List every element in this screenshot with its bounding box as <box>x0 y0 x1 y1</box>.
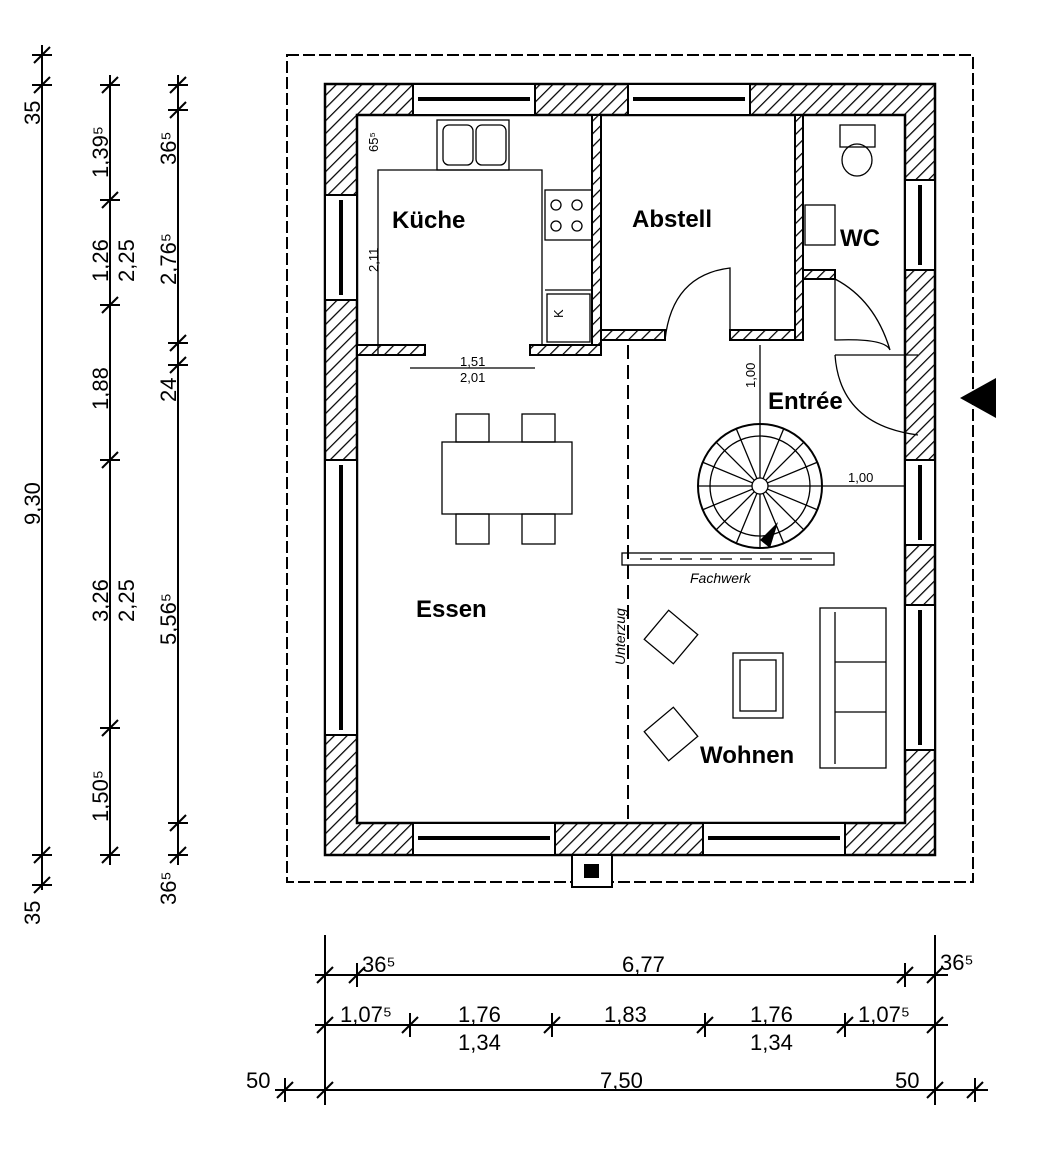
bottom-dim-r2-4: 1,83 <box>604 1002 647 1027</box>
bottom-dim-r2-1: 1,07⁵ <box>340 1002 392 1027</box>
plot-boundary <box>286 54 974 883</box>
left-dim-inner-5: 36⁵ <box>156 871 181 905</box>
room-wohnen: Wohnen <box>700 742 794 769</box>
left-dim-inner-4: 5,56⁵ <box>156 593 181 645</box>
room-kueche: Küche <box>392 207 465 234</box>
stair-tread <box>702 488 753 511</box>
left-dim-mid-1: 1,39⁵ <box>88 126 113 178</box>
room-entree: Entrée <box>768 388 843 415</box>
stair-tread <box>735 493 758 544</box>
left-dim-outer-total: 9,30 <box>20 482 45 525</box>
stair-tread <box>735 428 758 479</box>
bottom-dim-r3-3: 50 <box>895 1068 919 1093</box>
stair-dim-up: 1,00 <box>743 363 758 388</box>
living-furniture <box>643 607 887 769</box>
left-dim-inner-1: 36⁵ <box>156 131 181 165</box>
stair-tread <box>762 493 785 544</box>
chimney <box>571 854 613 888</box>
stair-tread <box>765 491 805 531</box>
room-wc: WC <box>840 225 880 252</box>
room-essen: Essen <box>416 596 487 623</box>
left-dim-mid-2: 1,26 <box>88 239 113 282</box>
stair-tread <box>715 491 755 531</box>
bottom-dim-r3-2: 7,50 <box>600 1068 643 1093</box>
kitchen-depth-dim: 65⁵ <box>366 132 381 152</box>
fachwerk-label: Fachwerk <box>690 570 752 586</box>
kitchen-height-dim: 2,11 <box>366 248 381 272</box>
bottom-dim-r2-7: 1,07⁵ <box>858 1002 910 1027</box>
left-dim-inner-3: 24 <box>156 378 181 402</box>
bottom-dimension-lines <box>275 935 988 1105</box>
left-dim-mid-7: 1,50⁵ <box>88 770 113 822</box>
dining-table <box>441 413 573 545</box>
room-abstell: Abstell <box>632 206 712 233</box>
stair-tread <box>702 461 753 484</box>
unterzug-label: Unterzug <box>612 608 628 665</box>
stair-tread <box>762 428 785 479</box>
left-dim-mid-4: 1,88 <box>88 367 113 410</box>
kitchen-width-2: 2,01 <box>460 370 485 385</box>
left-dim-mid-3: 2,25 <box>114 239 139 282</box>
stair-direction-arrow <box>760 522 778 548</box>
left-dim-outer-bottom: 35 <box>20 901 45 925</box>
bottom-dim-r2-5: 1,76 <box>750 1002 793 1027</box>
stair-tread <box>765 441 805 481</box>
stair-dim-right: 1,00 <box>848 470 873 485</box>
stair-tread <box>767 461 818 484</box>
left-dim-mid-5: 3,26 <box>88 579 113 622</box>
wc-fixtures <box>804 124 876 246</box>
kitchen-counter <box>377 119 593 355</box>
bottom-dim-r2-6: 1,34 <box>750 1030 793 1055</box>
entrance-arrow-icon <box>960 378 996 418</box>
exterior-walls <box>323 82 937 857</box>
stair-tread <box>767 488 818 511</box>
bottom-dim-r1-2: 6,77 <box>622 952 665 977</box>
fachwerk-beam <box>621 552 835 566</box>
doors <box>664 267 919 436</box>
bottom-dim-r2-3: 1,34 <box>458 1030 501 1055</box>
windows <box>324 83 936 856</box>
left-dim-outer-top: 35 <box>20 101 45 125</box>
interior-walls <box>356 114 836 356</box>
bottom-dim-r1-1: 36⁵ <box>362 952 396 977</box>
fridge-label: K <box>551 309 566 318</box>
left-dim-inner-2: 2,76⁵ <box>156 233 181 285</box>
kitchen-width-1: 1,51 <box>460 354 485 369</box>
spiral-staircase <box>697 423 823 549</box>
left-dim-mid-6: 2,25 <box>114 579 139 622</box>
stair-tread <box>715 441 755 481</box>
bottom-dim-r1-3: 36⁵ <box>940 950 974 975</box>
bottom-dim-r3-1: 50 <box>246 1068 270 1093</box>
left-dimension-lines <box>32 45 188 894</box>
bottom-dim-r2-2: 1,76 <box>458 1002 501 1027</box>
